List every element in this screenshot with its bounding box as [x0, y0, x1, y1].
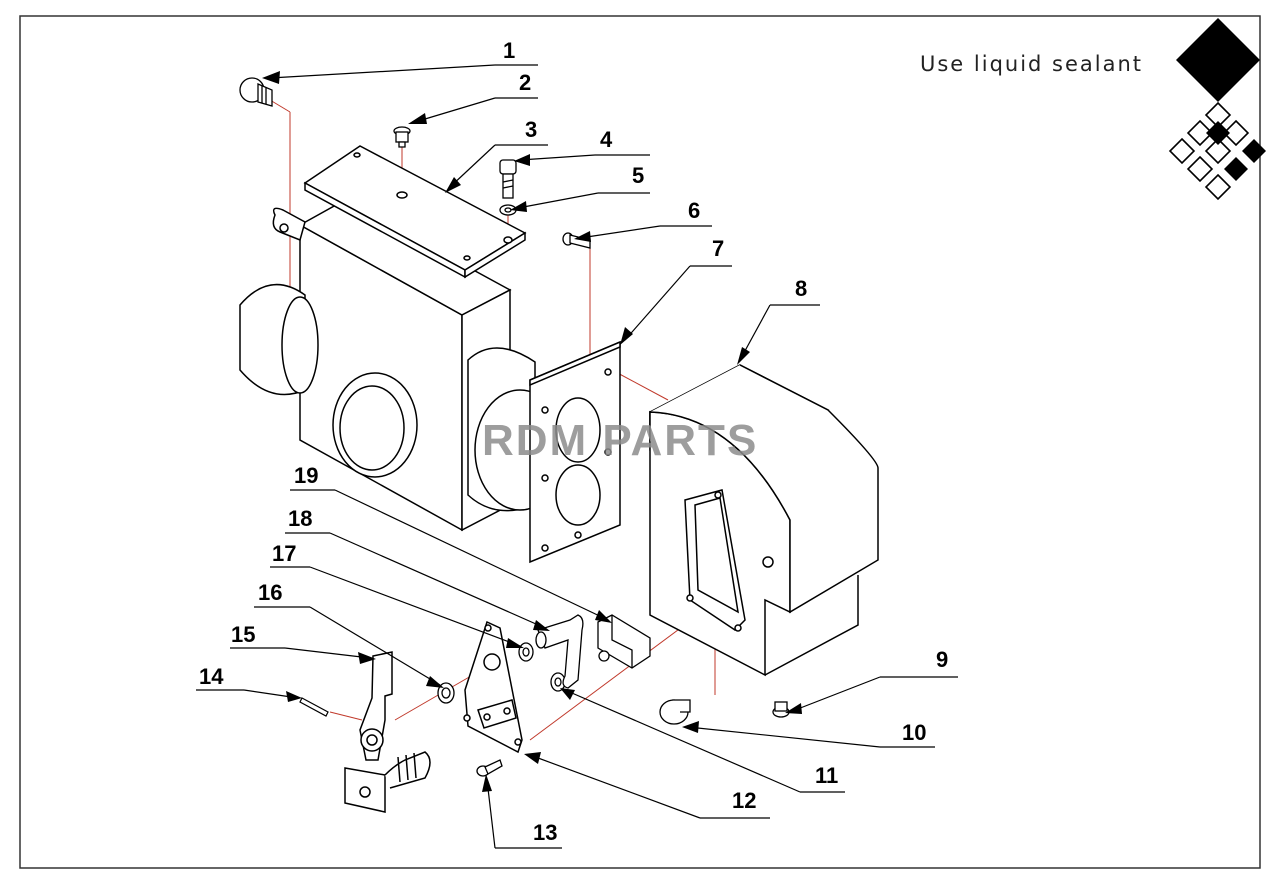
callout-3: 3 — [525, 117, 537, 142]
callout-1: 1 — [503, 38, 515, 63]
sealant-note: Use liquid sealant — [920, 52, 1144, 76]
washer-part-5 — [499, 204, 517, 216]
callout-15: 15 — [231, 622, 255, 647]
callout-14: 14 — [199, 664, 224, 689]
callout-7: 7 — [712, 236, 724, 261]
bracket-part-19 — [597, 614, 651, 669]
callout-12: 12 — [732, 788, 756, 813]
callout-11: 11 — [815, 763, 838, 788]
callout-labels: 1 2 3 4 5 6 7 8 9 10 11 12 13 14 15 16 1… — [199, 38, 948, 845]
washer-part-16 — [437, 682, 455, 704]
callout-18: 18 — [288, 506, 312, 531]
shift-lever-part-15 — [344, 651, 431, 813]
gasket-plate-part-7 — [529, 340, 621, 564]
bolt-part-4 — [499, 159, 517, 199]
watermark-logo: RDM PARTS — [482, 416, 759, 465]
leader-lines — [196, 64, 958, 849]
drawing-frame — [19, 15, 1261, 869]
callout-8: 8 — [795, 276, 807, 301]
top-cover-plate — [303, 145, 527, 279]
callout-4: 4 — [600, 127, 613, 152]
sealant-diamond-icon — [1168, 18, 1266, 201]
callout-9: 9 — [936, 647, 948, 672]
callout-2: 2 — [519, 70, 531, 95]
side-cover-part-8 — [649, 364, 879, 677]
leader-arrowheads — [262, 71, 802, 792]
lever-plate-part-12 — [463, 620, 523, 754]
washer-part-17 — [518, 642, 566, 692]
housing-bore-ring — [332, 372, 418, 478]
breather-part-2 — [393, 126, 411, 148]
plug-part-1 — [239, 77, 273, 107]
callout-17: 17 — [272, 541, 296, 566]
callout-10: 10 — [902, 720, 926, 745]
plug-part-10 — [659, 699, 691, 725]
callout-19: 19 — [294, 463, 318, 488]
pin-part-14 — [299, 697, 329, 717]
plug-part-9 — [772, 701, 790, 718]
callout-5: 5 — [632, 163, 644, 188]
bolt-part-13 — [476, 759, 503, 777]
callout-16: 16 — [258, 580, 282, 605]
callout-6: 6 — [688, 198, 700, 223]
shaft-arm-part-18 — [535, 614, 584, 689]
alignment-lines — [269, 99, 769, 741]
callout-13: 13 — [533, 820, 557, 845]
